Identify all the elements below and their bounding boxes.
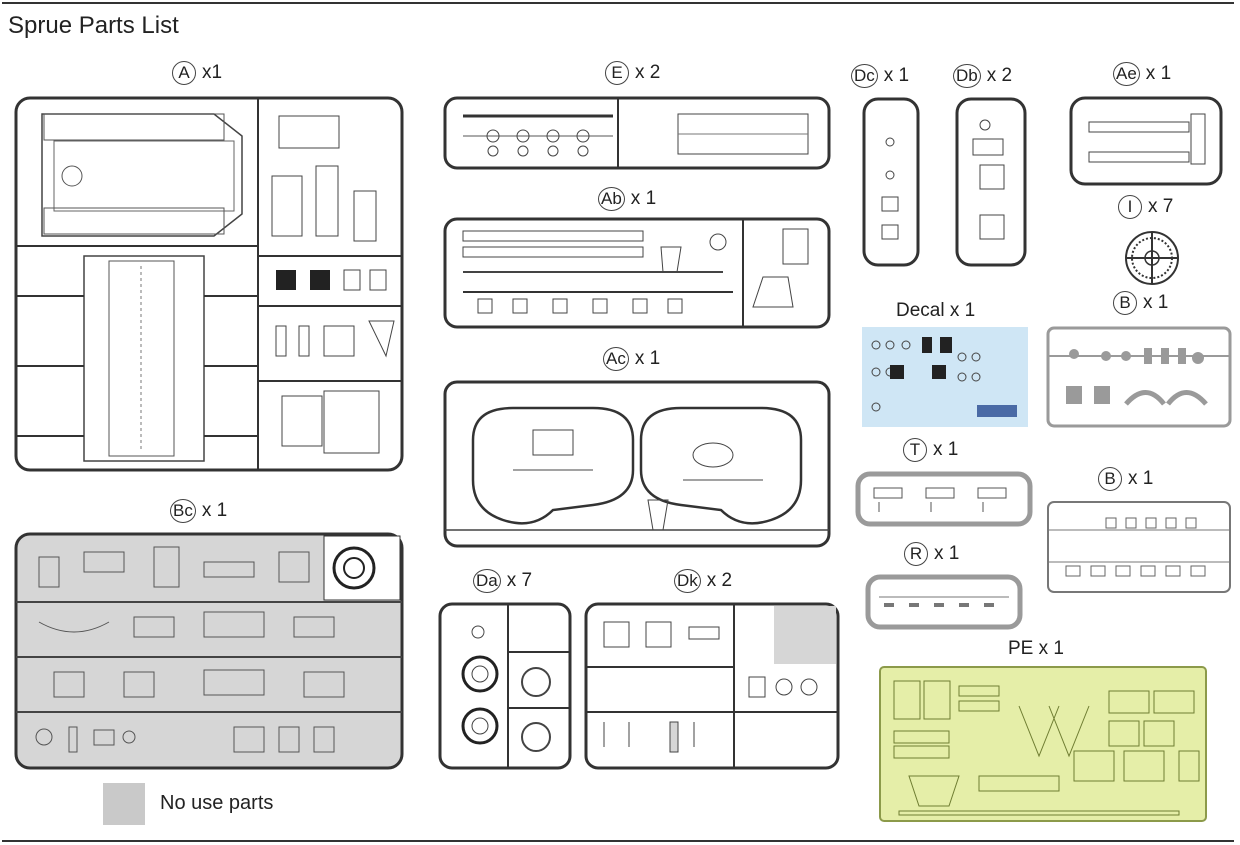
sprue-qty: x 1 (883, 65, 910, 86)
sprue-b-gray (1046, 326, 1232, 428)
sprue-qty: x 1 (201, 500, 228, 521)
sprue-letter: Bc (170, 499, 196, 523)
sprue-letter: Ae (1113, 62, 1140, 86)
sprue-qty: x1 (202, 62, 223, 83)
sprue-letter: Da (473, 569, 501, 593)
label-decal: Decal x 1 (896, 300, 976, 321)
sprue-qty: x 1 (634, 348, 661, 369)
sprue-qty: x 7 (1148, 196, 1174, 217)
sprue-qty: x 2 (986, 65, 1013, 86)
photo-etch-sheet (879, 666, 1207, 822)
sprue-letter: B (1113, 291, 1137, 315)
sprue-dc (862, 97, 920, 267)
sprue-qty: x 2 (706, 570, 733, 591)
sprue-letter: Ab (598, 187, 625, 211)
sprue-qty: x 1 (933, 439, 959, 460)
sprue-letter: Dc (851, 64, 878, 88)
sprue-letter: B (1098, 467, 1122, 491)
sprue-letter: E (605, 61, 629, 85)
label-pe: PE x 1 (1008, 638, 1064, 659)
sprue-t (854, 470, 1034, 528)
sprue-db (955, 97, 1027, 267)
sprue-r (864, 573, 1024, 631)
sprue-qty: x 7 (506, 570, 533, 591)
sprue-letter: Dk (674, 569, 701, 593)
sprue-qty: x 1 (934, 543, 960, 564)
sprue-letter: Db (953, 64, 981, 88)
sprue-qty: x 1 (630, 188, 657, 209)
sprue-bc (14, 532, 404, 770)
sprue-letter: T (903, 438, 927, 462)
no-use-swatch (103, 783, 145, 825)
sprue-qty: x 1 (1128, 468, 1154, 489)
sprue-letter: I (1118, 195, 1142, 219)
wheel-icon (1123, 229, 1181, 287)
sprue-da (438, 602, 572, 770)
page-title: Sprue Parts List (8, 12, 179, 39)
sprue-b-clear (1046, 500, 1232, 594)
sprue-letter: A (172, 61, 196, 85)
sprue-letter: Ac (603, 347, 629, 371)
sprue-letter: R (904, 542, 928, 566)
sprue-a (14, 96, 404, 472)
sprue-qty: x 1 (1145, 63, 1172, 84)
decal-sheet (862, 327, 1028, 427)
sprue-ae (1069, 96, 1223, 186)
sprue-ab (443, 217, 831, 329)
sprue-ac (443, 380, 831, 548)
sprue-qty: x 1 (1143, 292, 1169, 313)
sprue-dk (584, 602, 840, 770)
sprue-e (443, 96, 831, 170)
legend-label: No use parts (160, 792, 274, 814)
sprue-qty: x 2 (635, 62, 661, 83)
